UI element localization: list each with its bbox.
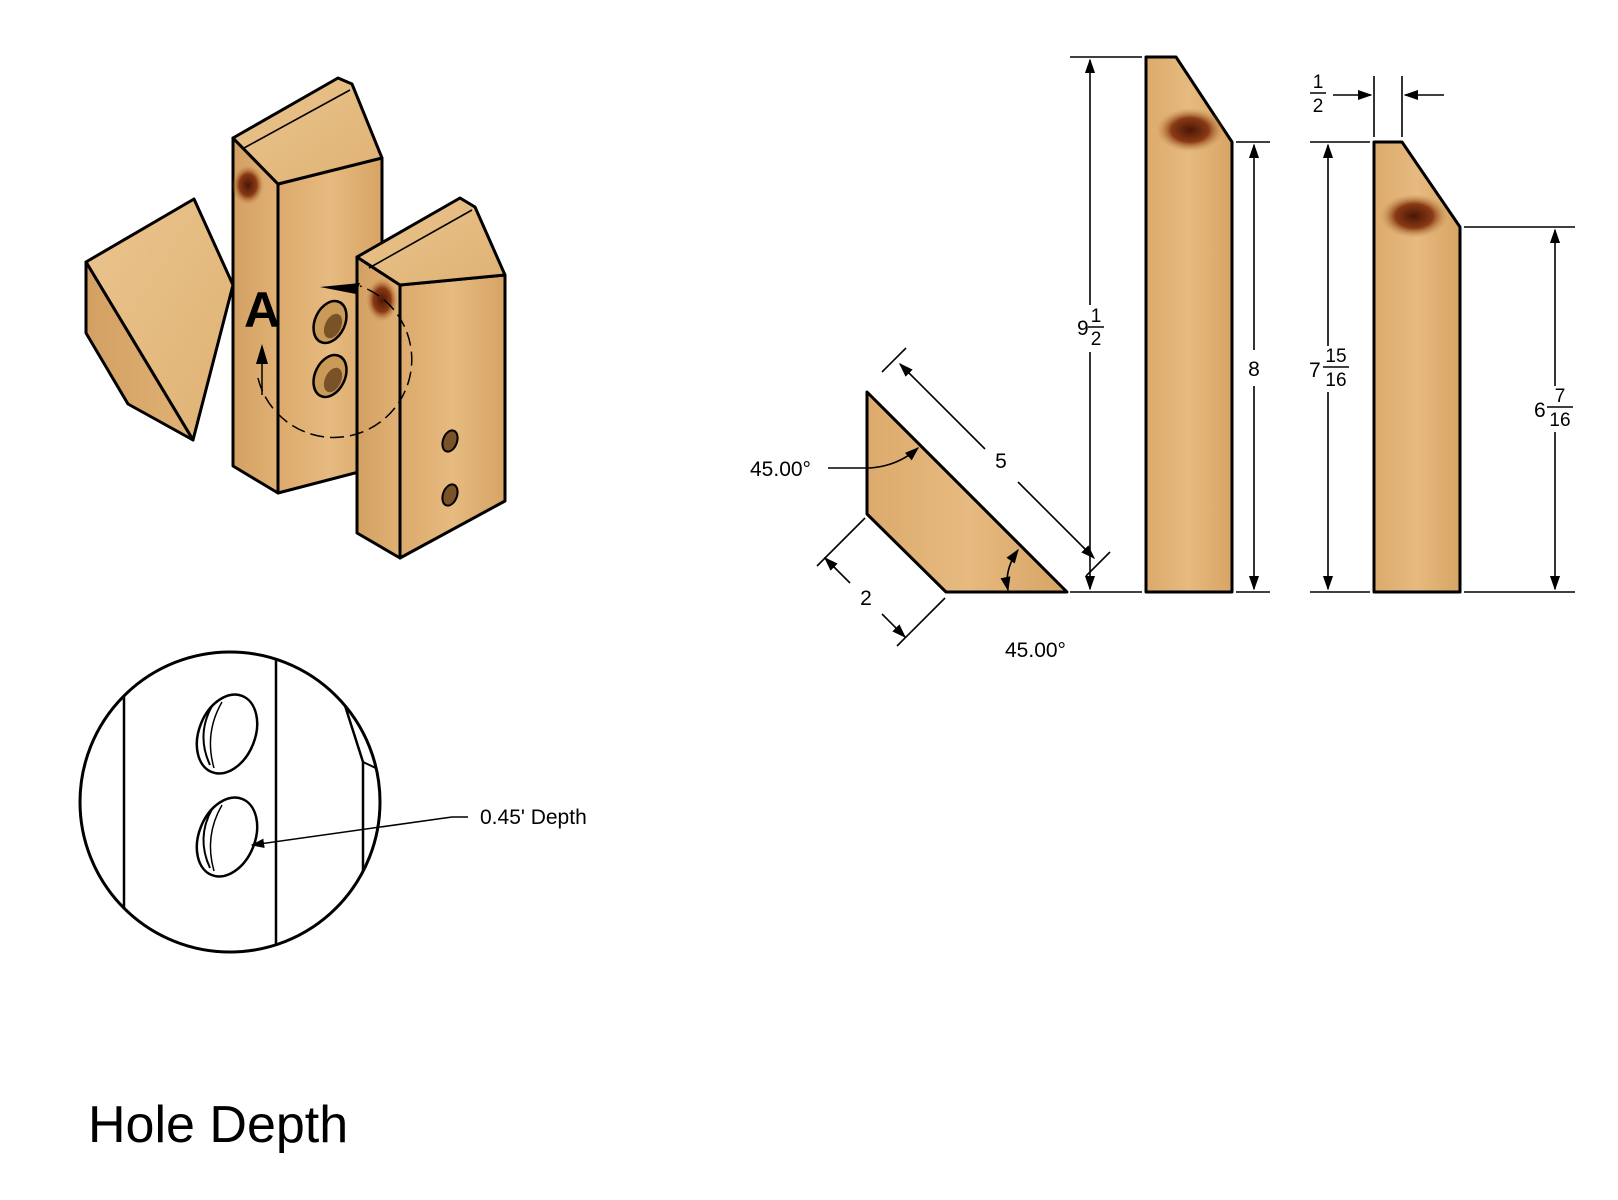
depth-callout: 0.45' Depth xyxy=(480,806,587,829)
svg-text:1: 1 xyxy=(1091,306,1102,327)
dim-hypotenuse: 5 xyxy=(995,450,1007,473)
dim-thickness: 1 2 xyxy=(1310,72,1326,117)
svg-text:7: 7 xyxy=(1555,386,1566,407)
page-title: Hole Depth xyxy=(88,1096,348,1154)
svg-text:16: 16 xyxy=(1325,370,1346,391)
svg-text:15: 15 xyxy=(1325,346,1346,367)
dim-lower-height: 6 7 16 xyxy=(1534,386,1573,431)
short-block-iso xyxy=(355,196,507,560)
angle-bottom-label: 45.00° xyxy=(1005,639,1066,662)
svg-text:2: 2 xyxy=(1091,329,1102,350)
side-piece-view: 1 2 7 15 16 6 7 16 xyxy=(1309,72,1575,594)
dim-side-height: 7 15 16 xyxy=(1309,346,1349,391)
depth-leader xyxy=(250,816,468,848)
pocket-hole-lower xyxy=(312,353,348,399)
dim-leg: 2 xyxy=(860,587,872,610)
svg-text:9: 9 xyxy=(1077,317,1089,340)
wedge-block-iso xyxy=(84,197,235,442)
pocket-hole-upper xyxy=(312,299,348,345)
wedge-profile-view: 5 2 45.00° 45.00° xyxy=(750,347,1111,662)
detail-marker-a: A xyxy=(244,282,413,439)
angle-top-label: 45.00° xyxy=(750,458,811,481)
tall-piece-view: 9 1 2 8 xyxy=(1070,55,1270,594)
svg-text:2: 2 xyxy=(1313,96,1324,117)
svg-text:6: 6 xyxy=(1534,399,1546,422)
detail-view: 0.45' Depth xyxy=(78,650,587,954)
svg-text:1: 1 xyxy=(1313,72,1324,93)
dim-straight-height: 8 xyxy=(1248,358,1260,381)
detail-marker-label: A xyxy=(244,282,280,338)
svg-text:7: 7 xyxy=(1309,359,1321,382)
isometric-assembly: A xyxy=(84,76,507,560)
dim-total-height: 9 1 2 xyxy=(1077,306,1104,350)
detail-hole-lower xyxy=(195,796,259,878)
svg-text:16: 16 xyxy=(1549,410,1570,431)
detail-hole-upper xyxy=(195,693,259,775)
